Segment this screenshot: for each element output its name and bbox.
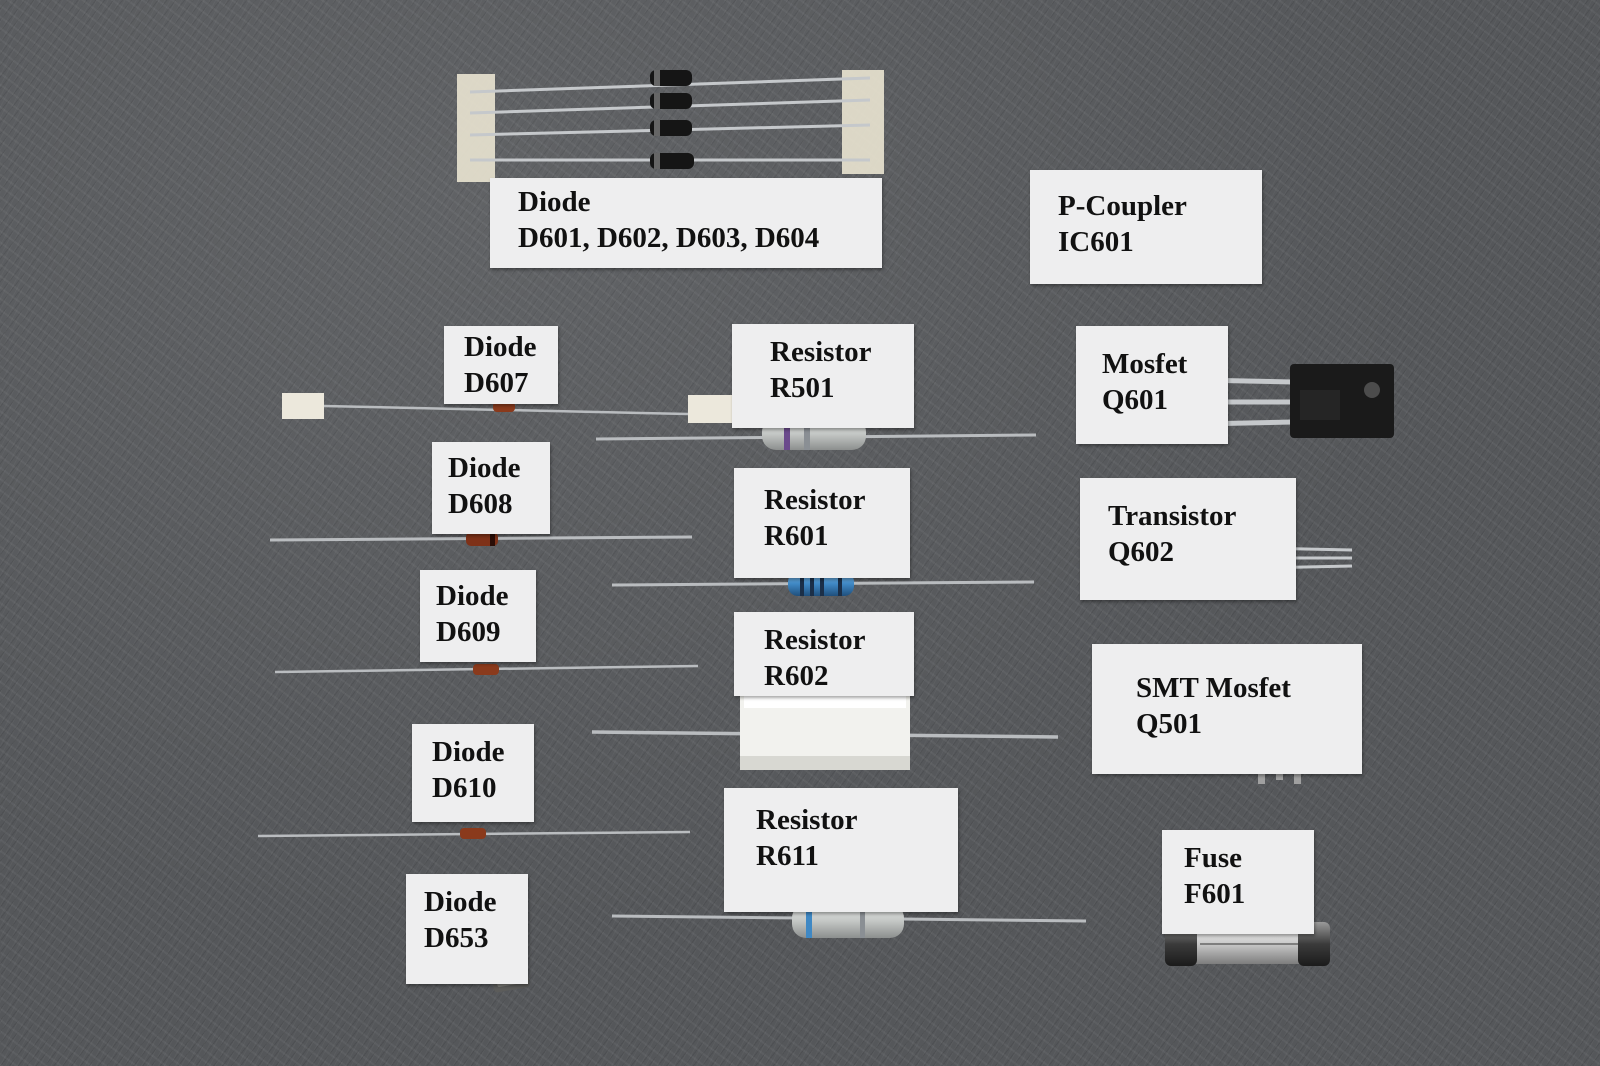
resistor-r601 — [611, 572, 1035, 596]
resistor-r611 — [611, 904, 1087, 938]
diode-d609 — [274, 664, 699, 675]
diode-d608 — [269, 532, 693, 546]
label-title: Transistor — [1108, 500, 1237, 532]
label-ref: D609 — [436, 616, 501, 648]
label-ref: IC601 — [1058, 226, 1134, 258]
label-transistor-q602: Transistor Q602 — [1080, 478, 1296, 600]
label-ref: D601, D602, D603, D604 — [518, 222, 820, 254]
label-title: Diode — [436, 580, 509, 612]
label-resistor-r501: Resistor R501 — [732, 324, 914, 428]
label-ref: R501 — [770, 372, 835, 404]
label-diode-d609: Diode D609 — [420, 570, 536, 662]
label-ref: Q602 — [1108, 536, 1175, 568]
label-title: Fuse — [1184, 842, 1242, 874]
label-title: Resistor — [764, 624, 866, 656]
label-resistor-r602: Resistor R602 — [734, 612, 914, 696]
label-ref: D610 — [432, 772, 497, 804]
label-title: SMT Mosfet — [1136, 672, 1291, 704]
label-title: Resistor — [756, 804, 858, 836]
label-resistor-r601: Resistor R601 — [734, 468, 910, 578]
label-optocoupler: P-Coupler IC601 — [1030, 170, 1262, 284]
label-ref: R601 — [764, 520, 829, 552]
resistor-r602-ceramic — [591, 690, 1059, 770]
diode-d607 — [282, 393, 732, 423]
label-diode-d608: Diode D608 — [432, 442, 550, 534]
label-title: Mosfet — [1102, 348, 1188, 380]
label-ref: D608 — [448, 488, 513, 520]
label-resistor-r611: Resistor R611 — [724, 788, 958, 912]
label-title: P-Coupler — [1058, 190, 1187, 222]
label-ref: F601 — [1184, 878, 1246, 910]
label-ref: R602 — [764, 660, 829, 692]
label-ref: Q601 — [1102, 384, 1169, 416]
label-ref: D653 — [424, 922, 489, 954]
mosfet-q601 — [1197, 364, 1394, 438]
label-title: Diode — [424, 886, 497, 918]
label-diode-d607: Diode D607 — [444, 326, 558, 404]
label-smt-mosfet-q501: SMT Mosfet Q501 — [1092, 644, 1362, 774]
label-title: Diode — [464, 331, 537, 363]
label-ref: D607 — [464, 367, 529, 399]
label-title: Resistor — [764, 484, 866, 516]
label-ref: R611 — [756, 840, 819, 872]
label-diode-d610: Diode D610 — [412, 724, 534, 822]
diode-bank-tape — [457, 70, 884, 182]
label-title: Diode — [432, 736, 505, 768]
label-diode-bank: Diode D601, D602, D603, D604 — [490, 178, 882, 268]
label-ref: Q501 — [1136, 708, 1203, 740]
label-diode-d653: Diode D653 — [406, 874, 528, 984]
label-title: Diode — [518, 186, 591, 218]
label-title: Resistor — [770, 336, 872, 368]
label-mosfet-q601: Mosfet Q601 — [1076, 326, 1228, 444]
label-title: Diode — [448, 452, 521, 484]
label-fuse-f601: Fuse F601 — [1162, 830, 1314, 934]
diode-d610 — [257, 828, 691, 839]
